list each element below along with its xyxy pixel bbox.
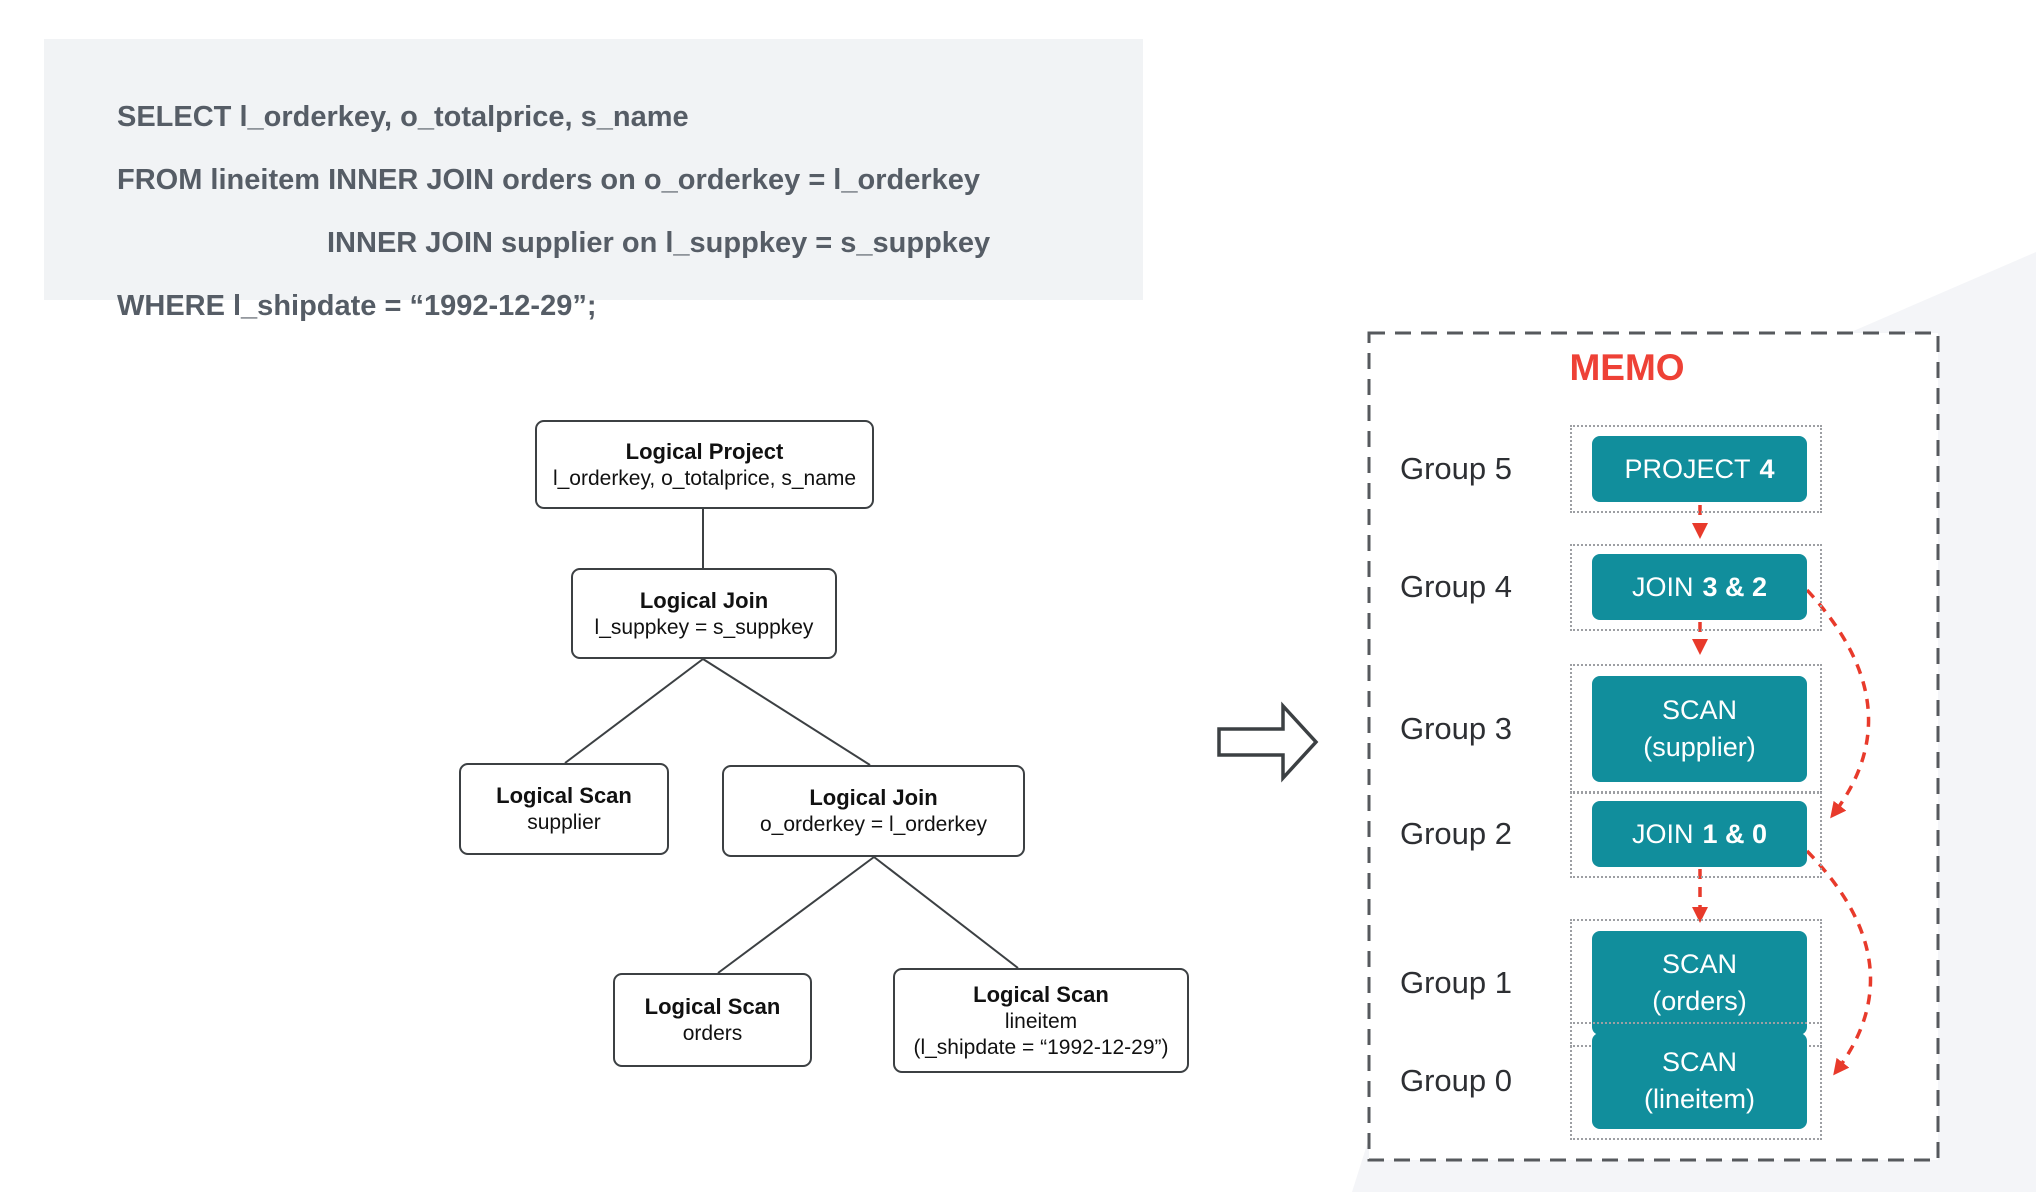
sql-line-where: WHERE l_shipdate = “1992-12-29”; (117, 290, 597, 322)
tree-node-logical-join-orderkey: Logical Join o_orderkey = l_orderkey (722, 765, 1025, 857)
node-detail: l_suppkey = s_suppkey (594, 615, 814, 639)
node-title: Logical Join (809, 785, 938, 810)
group-0-expr-scan-lineitem: SCAN (lineitem) (1592, 1033, 1807, 1129)
tree-edge-join-supplier (564, 658, 704, 764)
node-detail: lineitem (1004, 1009, 1078, 1033)
group-2-label: Group 2 (1400, 816, 1513, 851)
node-title: Logical Scan (973, 981, 1109, 1007)
group-3-expr-scan-supplier: SCAN (supplier) (1592, 676, 1807, 782)
node-detail: l_orderkey, o_totalprice, s_name (552, 466, 857, 490)
node-title: Logical Scan (644, 994, 781, 1019)
group-4-slot (1570, 544, 1822, 631)
tree-edges (564, 509, 1019, 974)
expr-refs: 3 & 2 (1702, 571, 1768, 602)
expr-op: JOIN (1631, 571, 1694, 602)
expr-refs: 1 & 0 (1702, 818, 1768, 849)
group-5-slot (1570, 425, 1822, 513)
node-detail: orders (682, 1022, 743, 1045)
tree-node-logical-project: Logical Project l_orderkey, o_totalprice… (535, 420, 874, 509)
group-4-expr-join: JOIN 3 & 2 (1592, 554, 1807, 620)
tree-edge-join-join2 (702, 658, 871, 766)
memo-title: MEMO (1569, 347, 1685, 388)
expr-refs: 4 (1759, 453, 1775, 484)
node-title: Logical Scan (496, 783, 632, 808)
group-3-slot (1570, 664, 1822, 794)
expr-arg: (orders) (1652, 986, 1747, 1016)
expr-op: SCAN (1661, 949, 1737, 979)
group-5-expr-project: PROJECT 4 (1592, 436, 1807, 502)
group-0-slot (1570, 1022, 1822, 1140)
expr-op: PROJECT (1624, 453, 1751, 484)
tree-node-logical-scan-orders: Logical Scan orders (613, 973, 812, 1067)
group-3-label: Group 3 (1400, 711, 1513, 746)
group-1-expr-scan-orders: SCAN (orders) (1592, 931, 1807, 1035)
sql-line-select: SELECT l_orderkey, o_totalprice, s_name (117, 101, 689, 133)
expr-arg: (supplier) (1643, 732, 1756, 762)
node-predicate: (l_shipdate = “1992-12-29”) (913, 1035, 1169, 1059)
tree-node-logical-scan-supplier: Logical Scan supplier (459, 763, 669, 855)
tree-node-logical-join-suppkey: Logical Join l_suppkey = s_suppkey (571, 568, 837, 659)
tree-edge-join2-lineitem (873, 856, 1019, 969)
group-4-label: Group 4 (1400, 569, 1513, 604)
node-detail: supplier (527, 811, 601, 834)
node-title: Logical Project (625, 438, 784, 464)
group-2-expr-join: JOIN 1 & 0 (1592, 801, 1807, 867)
right-arrow-icon (1217, 701, 1319, 783)
group-1-label: Group 1 (1400, 965, 1513, 1000)
tree-edge-join2-orders (717, 856, 875, 974)
expr-op: SCAN (1661, 1047, 1737, 1077)
node-title: Logical Join (639, 587, 769, 613)
expr-arg: (lineitem) (1643, 1084, 1756, 1114)
sql-line-join: INNER JOIN supplier on l_suppkey = s_sup… (327, 227, 991, 259)
sql-line-from: FROM lineitem INNER JOIN orders on o_ord… (117, 164, 981, 196)
tree-node-logical-scan-lineitem: Logical Scan lineitem (l_shipdate = “199… (893, 968, 1189, 1073)
arrow-join32-to-group2 (1805, 588, 1871, 819)
group-2-slot (1570, 791, 1822, 878)
arrow-join10-to-group0 (1805, 849, 1873, 1076)
expr-op: SCAN (1661, 695, 1737, 725)
group-0-label: Group 0 (1400, 1063, 1513, 1098)
node-detail: o_orderkey = l_orderkey (759, 813, 988, 836)
group-5-label: Group 5 (1400, 451, 1513, 486)
sql-query-block: SELECT l_orderkey, o_totalprice, s_name … (44, 39, 1143, 322)
expr-op: JOIN (1631, 818, 1694, 849)
